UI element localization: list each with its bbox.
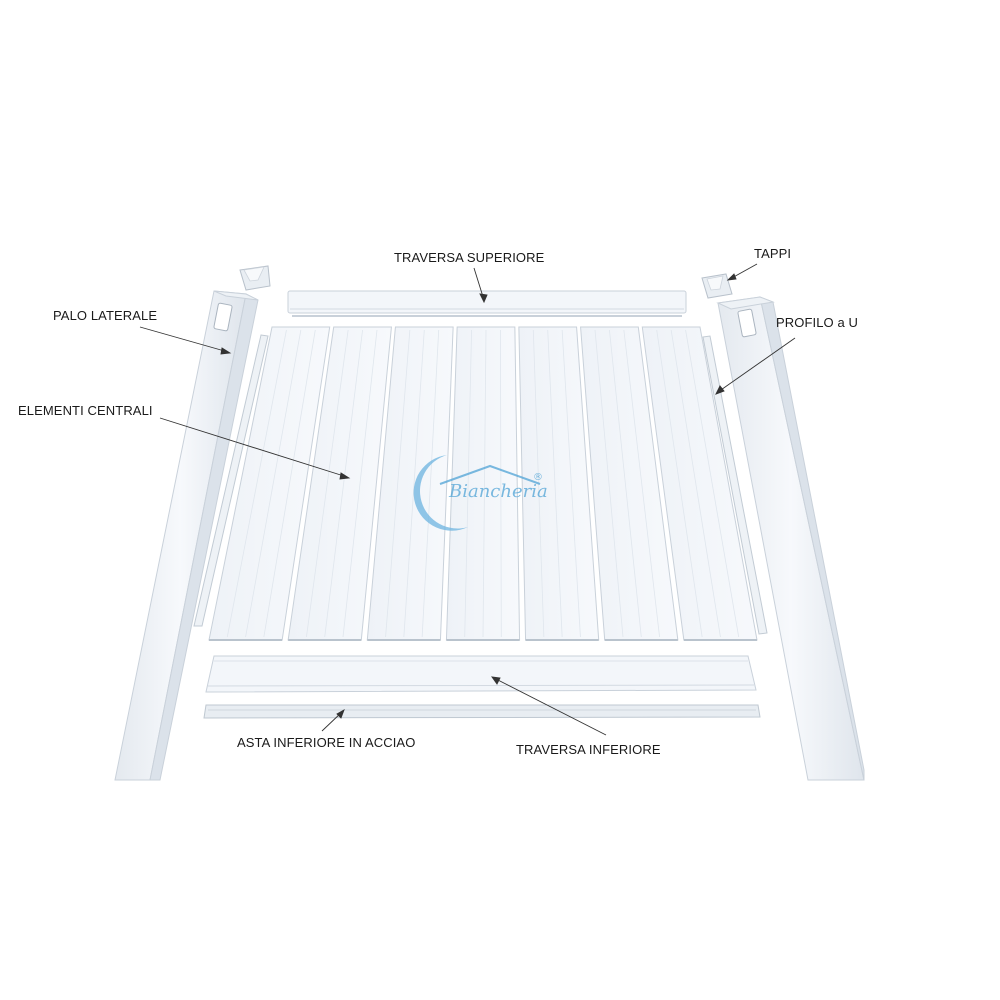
label-tappi: TAPPI: [754, 246, 792, 261]
label-elementi-centrali: ELEMENTI CENTRALI: [18, 403, 153, 418]
right-u-profile: [702, 335, 768, 635]
bottom-rail: [205, 655, 757, 693]
watermark-logo: [413, 455, 541, 531]
label-profilo-u: PROFILO a U: [776, 315, 859, 330]
right-cap: [701, 273, 733, 299]
central-element-slat: [208, 326, 331, 641]
left-post-slot: [213, 302, 233, 332]
central-elements-group: [208, 326, 758, 641]
right-post-slot: [737, 308, 757, 338]
leader-profilo: [717, 337, 796, 393]
central-element-slat: [287, 326, 392, 641]
leader-elementi: [159, 417, 348, 478]
right-post: [716, 296, 865, 781]
central-element-slat: [366, 326, 454, 641]
left-cap: [239, 265, 271, 291]
leader-traversa-inferiore: [493, 677, 607, 736]
top-rail: [287, 290, 687, 317]
label-traversa-inferiore: TRAVERSA INFERIORE: [516, 742, 661, 757]
central-element-slat: [580, 326, 679, 641]
leader-palo-laterale: [139, 326, 229, 353]
label-traversa-superiore: TRAVERSA SUPERIORE: [394, 250, 545, 265]
watermark-brand-text: Biancheria: [449, 481, 548, 502]
left-post: [114, 290, 259, 781]
central-element-slat: [445, 326, 521, 641]
label-palo-laterale: PALO LATERALE: [53, 308, 158, 323]
steel-bottom-bar: [203, 704, 761, 719]
leader-lines: [139, 263, 796, 736]
label-asta-inferiore: ASTA INFERIORE IN ACCIAO: [237, 735, 416, 750]
watermark-registered-mark: ®: [533, 472, 543, 483]
central-element-slat: [518, 326, 600, 641]
left-u-profile: [193, 334, 269, 627]
central-element-slat: [641, 326, 758, 641]
